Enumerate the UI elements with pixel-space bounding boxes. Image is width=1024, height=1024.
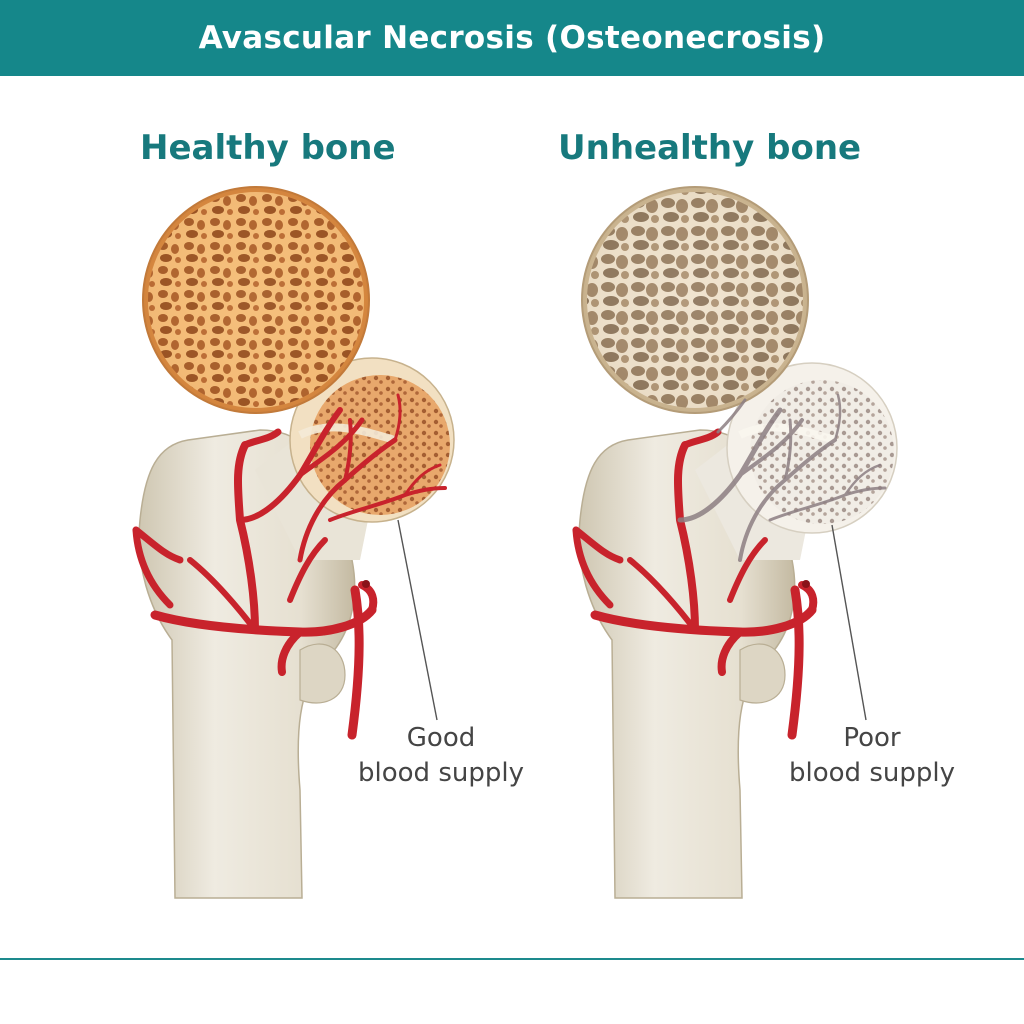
healthy-magnified-rim	[142, 186, 370, 414]
healthy-artery-network	[132, 393, 447, 740]
good-blood-supply-line1: Good	[406, 723, 476, 753]
poor-blood-supply-line1: Poor	[843, 723, 901, 753]
unhealthy-lesser-trochanter	[739, 643, 786, 704]
footer-divider	[0, 958, 1024, 960]
page-title: Avascular Necrosis (Osteonecrosis)	[198, 20, 826, 56]
healthy-lesser-trochanter	[299, 643, 346, 704]
poor-blood-supply-line2: blood supply	[789, 758, 955, 788]
healthy-bone-heading: Healthy bone	[140, 128, 396, 168]
unhealthy-magnified-rim	[581, 186, 809, 414]
healthy-growth-line	[298, 423, 397, 444]
healthy-callout-leader	[397, 519, 438, 721]
header-bar: Avascular Necrosis (Osteonecrosis)	[0, 0, 1024, 76]
healthy-femur-illustration	[132, 186, 455, 899]
unhealthy-callout-leader	[831, 524, 867, 721]
unhealthy-trabecular-holes	[587, 192, 803, 408]
poor-blood-supply-callout: Poor blood supply	[784, 721, 960, 791]
unhealthy-femur-illustration	[572, 186, 898, 899]
unhealthy-bone-heading: Unhealthy bone	[558, 128, 862, 168]
unhealthy-femoral-head-trabecular	[750, 380, 894, 524]
unhealthy-growth-line	[738, 423, 837, 444]
good-blood-supply-callout: Good blood supply	[354, 721, 528, 791]
healthy-trabecular-holes	[148, 192, 364, 408]
good-blood-supply-line2: blood supply	[358, 758, 524, 788]
unhealthy-faded-vessels	[677, 393, 887, 562]
